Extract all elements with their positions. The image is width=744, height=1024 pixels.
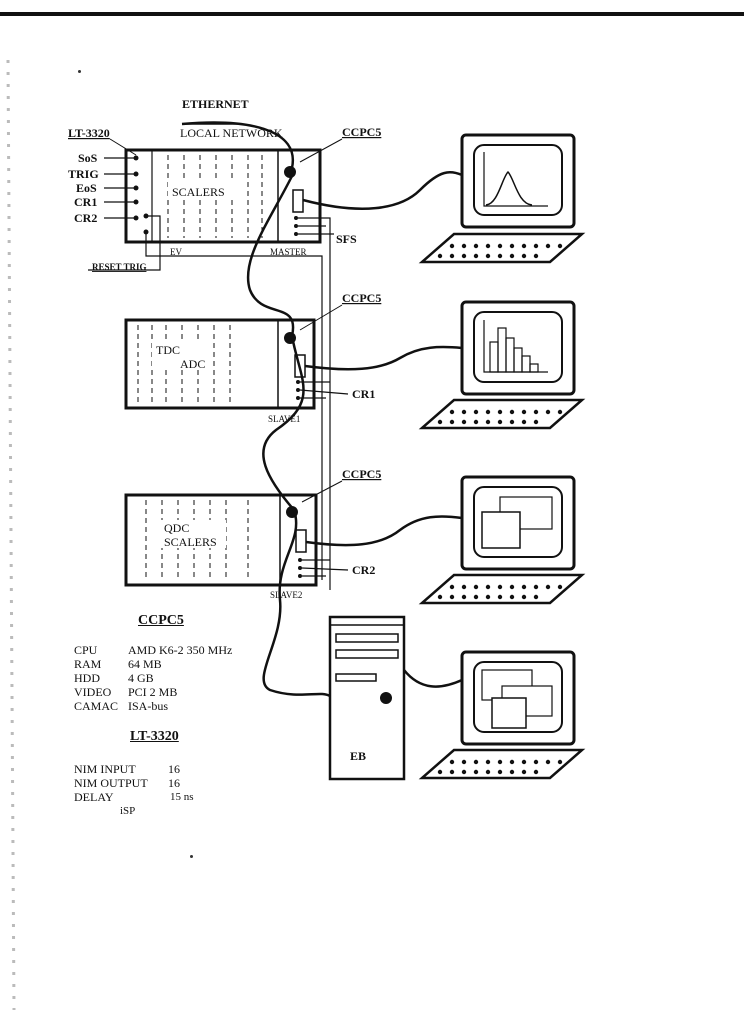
input-eos: EoS [76,181,97,195]
spec-value: AMD K6-2 350 MHz [128,643,233,657]
spec-value: 15 ns [170,791,194,803]
crate-master: SCALERS [124,148,322,244]
spec-row: NIM INPUT 16 [74,762,194,776]
spec-row: DELAY 15 ns [74,790,194,804]
local-network-label: LOCAL NETWORK [180,126,283,140]
crate-master-module: SCALERS [172,185,225,199]
monitor-2 [418,300,586,430]
monitor-3 [418,475,586,605]
spec-row: iSP [74,804,194,818]
ccpc5-spec-title: CCPC5 [138,613,184,628]
ccpc5-label-1: CCPC5 [342,125,381,139]
spec-key: CPU [74,643,98,657]
lt3320-spec-table: NIM INPUT 16 NIM OUTPUT 16 DELAY 15 ns iSP [74,762,194,818]
spec-value: PCI 2 MB [128,685,178,699]
spec-value: 4 GB [128,671,154,685]
input-cr2: CR2 [74,211,97,225]
network-cable [246,175,331,698]
spec-key: NIM OUTPUT [74,776,148,790]
spec-key: NIM INPUT [74,762,136,776]
spec-key: VIDEO [74,685,112,699]
spec-extra: iSP [120,805,136,817]
input-cr1: CR1 [74,195,97,209]
spec-value: 16 [168,762,180,776]
spec-row: RAM 64 MB [74,657,232,671]
spec-row: VIDEO PCI 2 MB [74,685,232,699]
crate-slave2-tag: SLAVE2 [270,590,302,600]
lt3320-spec-title: LT-3320 [130,729,179,744]
scan-speck [78,70,81,73]
ccpc5-leader-2 [299,304,343,331]
ccpc5-spec-table: CPU AMD K6-2 350 MHz RAM 64 MB HDD 4 GB VID… [74,643,232,713]
spec-row: NIM OUTPUT 16 [74,776,194,790]
crate-master-tag: MASTER [270,247,307,257]
crate-master-ev-label: EV [170,247,182,257]
cable-eb-monitor [403,669,463,688]
spec-row: CAMAC ISA-bus [74,699,232,713]
monitor-1 [418,133,586,264]
input-trig: TRIG [68,167,99,181]
reset-trig-label: RESET TRIG [92,262,146,272]
lt3320-label: LT-3320 [68,126,110,140]
crate-slave1 [124,318,316,410]
ethernet-label: ETHERNET [182,97,249,111]
spec-value: ISA-bus [128,699,169,713]
ccpc5-label-3: CCPC5 [342,467,381,481]
ccpc5-label-2: CCPC5 [342,291,381,305]
crate-slave2 [124,493,318,587]
spec-value: 64 MB [128,657,162,671]
crate-slave1-module-2: ADC [180,357,205,371]
crate-slave1-tag: SLAVE1 [268,414,300,424]
cr1-label: CR1 [352,387,375,401]
spec-value: 16 [168,776,180,790]
reset-trig-wire [88,215,161,271]
sfs-bus-wires [298,217,334,590]
spec-key: CAMAC [74,699,119,713]
crate-slave2-module-2: SCALERS [164,535,217,549]
spec-row: CPU AMD K6-2 350 MHz [74,643,232,657]
top-border-line [0,12,744,16]
eb-label: EB [350,749,366,763]
cable-slave1-monitor [304,345,463,371]
lt3320-leader [109,138,137,156]
spec-key: RAM [74,657,102,671]
sfs-label: SFS [336,232,357,246]
ccpc5-leader-3 [301,480,343,503]
ccpc5-leader-1 [299,138,343,163]
spec-indent [74,804,120,818]
monitor-4 [418,650,586,780]
ev-wire [145,232,323,580]
input-leader-lines [104,157,134,219]
cr1-wires [299,381,349,399]
input-sos: SoS [78,151,98,165]
eb-tower-pc [328,615,406,781]
cable-slave2-monitor [305,515,463,547]
spec-key: HDD [74,671,100,685]
cable-master-monitor [302,171,463,210]
spec-key: DELAY [74,790,114,804]
cr2-wires [301,559,349,577]
crate-slave1-module-1: TDC [156,343,180,357]
ethernet-cable [181,121,295,169]
scan-speck [190,855,193,858]
left-scan-edge [6,59,16,1011]
spec-row: HDD 4 GB [74,671,232,685]
crate-slave2-module-1: QDC [164,521,189,535]
cr2-label: CR2 [352,563,375,577]
